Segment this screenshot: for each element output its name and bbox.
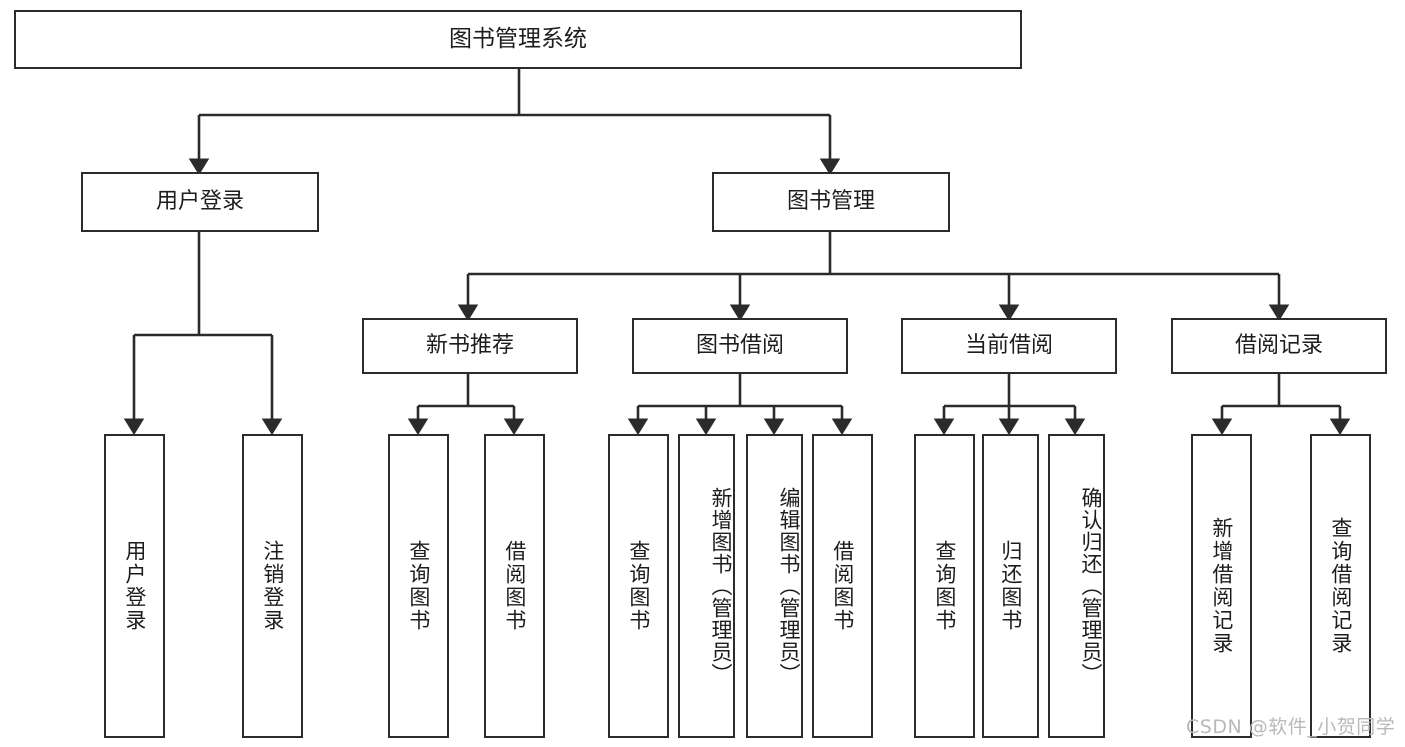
node-borrow-record[interactable]: 借阅记录 [1171,318,1387,374]
node-label: 图书管理 [786,189,875,215]
node-new-book-recommend[interactable]: 新书推荐 [362,318,578,374]
node-leaf-add-book-admin[interactable]: 新增图书（管理员） [678,434,735,738]
node-label: 查询借阅记录 [1328,517,1353,655]
node-leaf-borrow-book-1[interactable]: 借阅图书 [484,434,545,738]
node-leaf-query-book-1[interactable]: 查询图书 [388,434,449,738]
node-label: 借阅记录 [1234,333,1323,359]
node-label: 查询图书 [406,540,431,632]
node-label: 新增借阅记录 [1209,517,1234,655]
node-label: 借阅图书 [830,540,855,632]
node-label: 归还图书 [998,540,1023,632]
node-label: 用户登录 [155,189,244,215]
node-book-borrow[interactable]: 图书借阅 [632,318,848,374]
node-leaf-user-login[interactable]: 用户登录 [104,434,165,738]
node-book-management[interactable]: 图书管理 [712,172,950,232]
node-current-borrow[interactable]: 当前借阅 [901,318,1117,374]
node-book-management-system[interactable]: 图书管理系统 [14,10,1022,69]
node-label: 注销登录 [260,540,285,632]
node-user-login[interactable]: 用户登录 [81,172,319,232]
node-leaf-edit-book-admin[interactable]: 编辑图书（管理员） [746,434,803,738]
node-leaf-query-book-3[interactable]: 查询图书 [914,434,975,738]
node-label: 图书借阅 [695,333,784,359]
csdn-watermark: CSDN @软件_小贺同学 [1186,716,1396,738]
node-leaf-borrow-book-2[interactable]: 借阅图书 [812,434,873,738]
node-label: 用户登录 [122,540,147,632]
node-leaf-query-borrow-record[interactable]: 查询借阅记录 [1310,434,1371,738]
node-label: 新增图书（管理员） [709,487,733,685]
node-leaf-confirm-return-admin[interactable]: 确认归还（管理员） [1048,434,1105,738]
node-label: 查询图书 [626,540,651,632]
node-label: 查询图书 [932,540,957,632]
node-leaf-return-book[interactable]: 归还图书 [982,434,1039,738]
node-label: 图书管理系统 [449,25,587,52]
node-leaf-add-borrow-record[interactable]: 新增借阅记录 [1191,434,1252,738]
node-label: 新书推荐 [425,333,514,359]
node-leaf-query-book-2[interactable]: 查询图书 [608,434,669,738]
node-label: 确认归还（管理员） [1079,487,1103,685]
node-leaf-logout-login[interactable]: 注销登录 [242,434,303,738]
node-label: 编辑图书（管理员） [777,487,801,685]
node-label: 借阅图书 [502,540,527,632]
node-label: 当前借阅 [964,333,1053,359]
